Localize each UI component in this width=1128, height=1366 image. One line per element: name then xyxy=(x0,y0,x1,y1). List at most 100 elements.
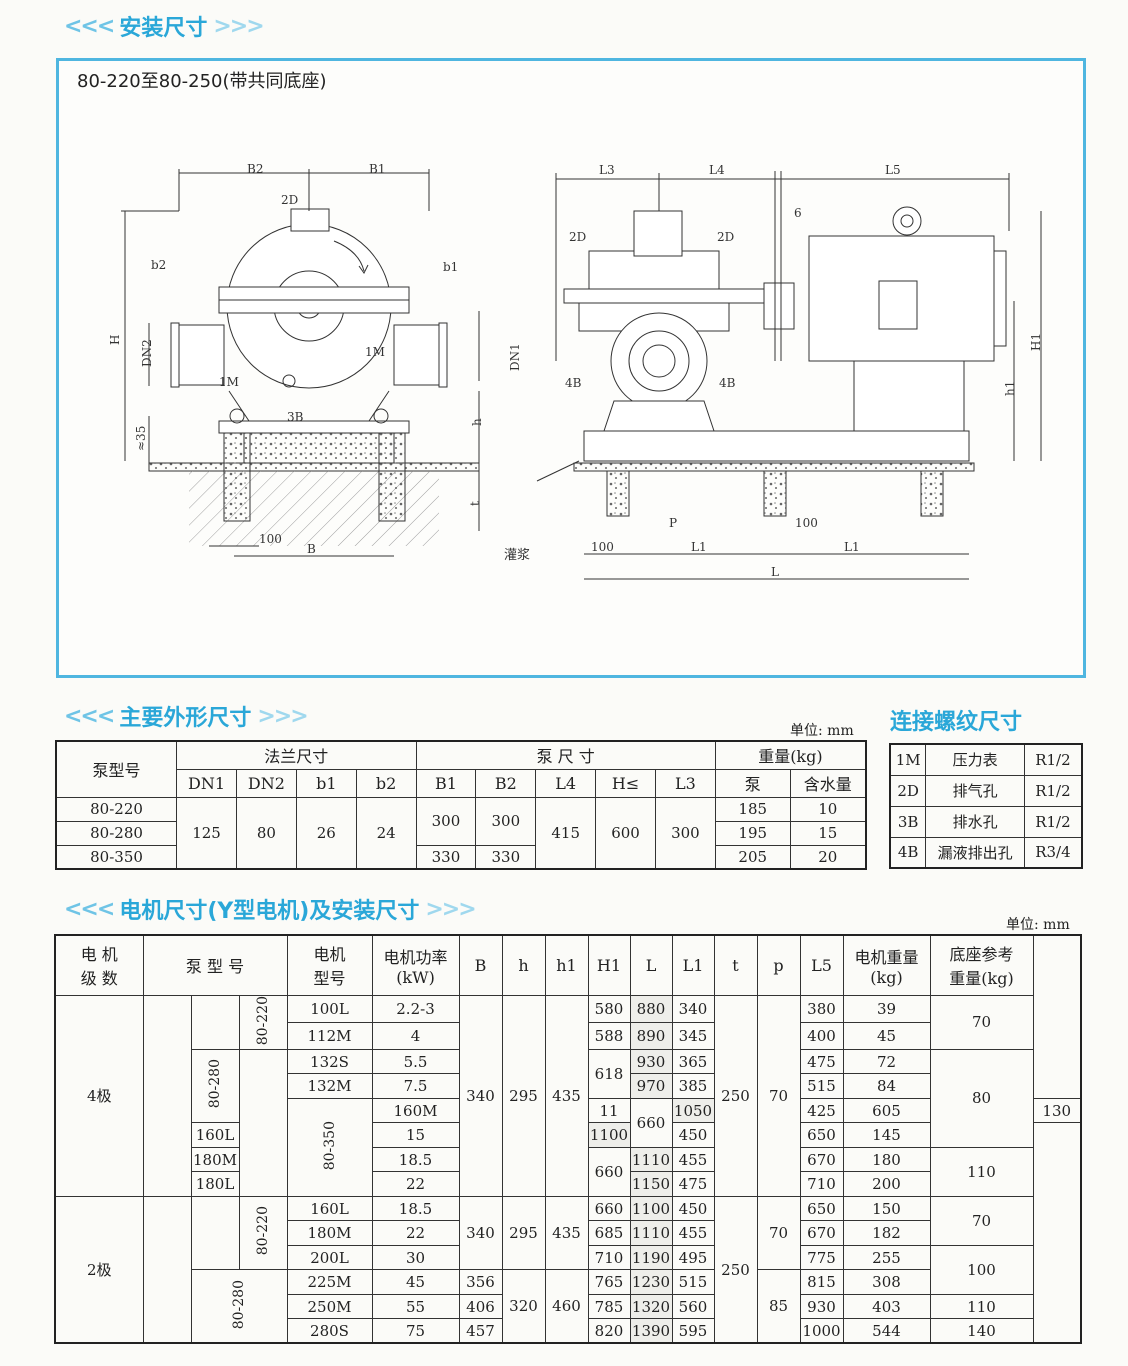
main-dims-unit: 单位: mm xyxy=(790,723,854,739)
cell-H1: 660 xyxy=(587,1195,631,1222)
cell-p: 85 xyxy=(756,1269,801,1344)
hdr-motor-model: 电机 型号 xyxy=(286,934,373,996)
cell-base-weight: 110 xyxy=(929,1146,1034,1197)
cell-motor-weight: 182 xyxy=(842,1220,931,1246)
motor-model: 180M xyxy=(190,1146,240,1173)
motor-model: 100L xyxy=(286,994,373,1023)
chevrons-right-icon: >>> xyxy=(425,896,476,922)
cell-water-weight: 15 xyxy=(789,820,867,846)
cell-L1: 455 xyxy=(671,1146,715,1173)
cell-L: 1100 xyxy=(587,1122,631,1148)
blank-cell xyxy=(190,1195,239,1271)
model-80-280-2p: 80-280 xyxy=(190,1269,288,1344)
motor-model: 160L xyxy=(286,1195,373,1222)
installation-drawing: 80-220至80-250(带共同底座) xyxy=(56,58,1086,678)
cell-L: 1050 xyxy=(671,1097,715,1124)
dim-H1: H1 xyxy=(1029,333,1043,351)
cell-pump-weight: 205 xyxy=(714,844,791,870)
motor-power: 15 xyxy=(371,1122,460,1148)
motor-power: 2.2-3 xyxy=(371,994,460,1023)
thread-code: 2D xyxy=(889,774,927,807)
cell-motor-weight: 39 xyxy=(842,994,931,1023)
hdr-pump-size: 泵 尺 寸 xyxy=(415,740,716,770)
thread-name: 排水孔 xyxy=(925,805,1025,838)
cell-B: 340 xyxy=(458,994,503,1197)
cell-L3: 300 xyxy=(654,796,716,870)
main-dims-title-text: 主要外形尺寸 xyxy=(119,706,252,731)
motor-model: 180L xyxy=(190,1171,240,1197)
thread-code: 1M xyxy=(889,743,927,776)
thread-size: R3/4 xyxy=(1023,836,1083,869)
motor-power: 22 xyxy=(371,1220,460,1246)
cell-b2: 24 xyxy=(355,796,417,870)
cell-L: 1190 xyxy=(629,1244,673,1271)
cell-H1: 820 xyxy=(587,1318,631,1344)
pump-model: 80-280 xyxy=(55,820,178,846)
motor-model: 132S xyxy=(286,1048,373,1075)
cell-L: 970 xyxy=(629,1073,673,1099)
label-1M-left: 1M xyxy=(219,375,239,389)
cell-H1: 660 xyxy=(629,1097,673,1148)
cell-H1: 580 xyxy=(587,994,631,1023)
dim-b1: b1 xyxy=(443,260,458,274)
cell-H1: 710 xyxy=(587,1244,631,1271)
cell-motor-weight: 200 xyxy=(842,1171,931,1197)
motor-power: 11 xyxy=(587,1097,631,1124)
cell-L1: 450 xyxy=(671,1195,715,1222)
cell-L: 880 xyxy=(629,994,673,1023)
cell-p: 70 xyxy=(756,994,801,1197)
cell-H1: 660 xyxy=(587,1146,631,1197)
dim-H: H xyxy=(108,335,122,345)
dim-L4: L4 xyxy=(709,163,725,177)
hdr-h: h xyxy=(501,934,546,996)
cell-H1: 588 xyxy=(587,1021,631,1050)
label-4B-left: 4B xyxy=(565,376,582,390)
model-80-350-4p: 80-350 xyxy=(286,1097,373,1197)
blank-cell xyxy=(239,1048,288,1197)
main-dims-table: 泵型号 法兰尺寸 泵 尺 寸 重量(kg) DN1 DN2 b1 b2 B1 B… xyxy=(55,740,867,870)
dim-B2: B2 xyxy=(247,162,263,176)
cell-h1: 460 xyxy=(544,1269,589,1344)
hdr-B: B xyxy=(458,934,503,996)
hdr-b1: b1 xyxy=(295,768,357,798)
thread-title-text: 连接螺纹尺寸 xyxy=(890,710,1023,735)
cell-B: 406 xyxy=(458,1293,503,1320)
hdr-flange: 法兰尺寸 xyxy=(176,740,417,770)
chevrons-left-icon: <<< xyxy=(64,13,115,39)
cell-L1: 475 xyxy=(671,1171,715,1197)
blank-cell xyxy=(142,1195,192,1344)
main-dims-section-title: <<< 主要外形尺寸 >>> xyxy=(58,700,313,732)
motor-model: 160M xyxy=(371,1097,460,1124)
hdr-water-weight: 含水量 xyxy=(789,768,867,798)
dim-DN1: DN1 xyxy=(508,343,522,371)
dim-L: L xyxy=(771,565,779,579)
dim-6: 6 xyxy=(794,206,802,220)
cell-H1: 685 xyxy=(587,1220,631,1246)
install-title-text: 安装尺寸 xyxy=(119,16,208,41)
cell-L1: 450 xyxy=(671,1122,715,1148)
dim-100-mid: 100 xyxy=(795,516,818,530)
hdr-B2: B2 xyxy=(475,768,537,798)
motor-table: 电 机 级 数 泵 型 号 电机 型号 电机功率 (kW) B h h1 H1 … xyxy=(54,934,1082,1345)
drawing-subtitle: 80-220至80-250(带共同底座) xyxy=(77,71,327,92)
cell-L: 1110 xyxy=(629,1146,673,1173)
dim-100-right: 100 xyxy=(591,540,614,554)
label-4B-right: 4B xyxy=(719,376,736,390)
cell-h: 295 xyxy=(501,1195,546,1271)
cell-motor-weight: 308 xyxy=(842,1269,931,1295)
dim-approx35: ≈35 xyxy=(134,426,148,451)
hdr-b2: b2 xyxy=(355,768,417,798)
dim-h: h xyxy=(470,418,484,426)
pump-drawing-svg: B2 B1 2D b2 b1 H DN2 DN1 1M 1M 3B h ≈35 … xyxy=(108,162,1043,580)
blank-cell xyxy=(190,994,239,1050)
cell-L1: 425 xyxy=(799,1097,844,1124)
label-2D-side-right: 2D xyxy=(717,230,734,244)
cell-B: 340 xyxy=(458,1195,503,1271)
hdr-L1: L1 xyxy=(671,934,715,996)
cell-h1: 435 xyxy=(544,994,589,1197)
cell-motor-weight: 72 xyxy=(842,1048,931,1075)
thread-name: 压力表 xyxy=(925,743,1025,776)
model-80-280-4p: 80-280 xyxy=(190,1048,240,1124)
cell-motor-weight: 403 xyxy=(842,1293,931,1320)
motor-model: 200L xyxy=(286,1244,373,1271)
